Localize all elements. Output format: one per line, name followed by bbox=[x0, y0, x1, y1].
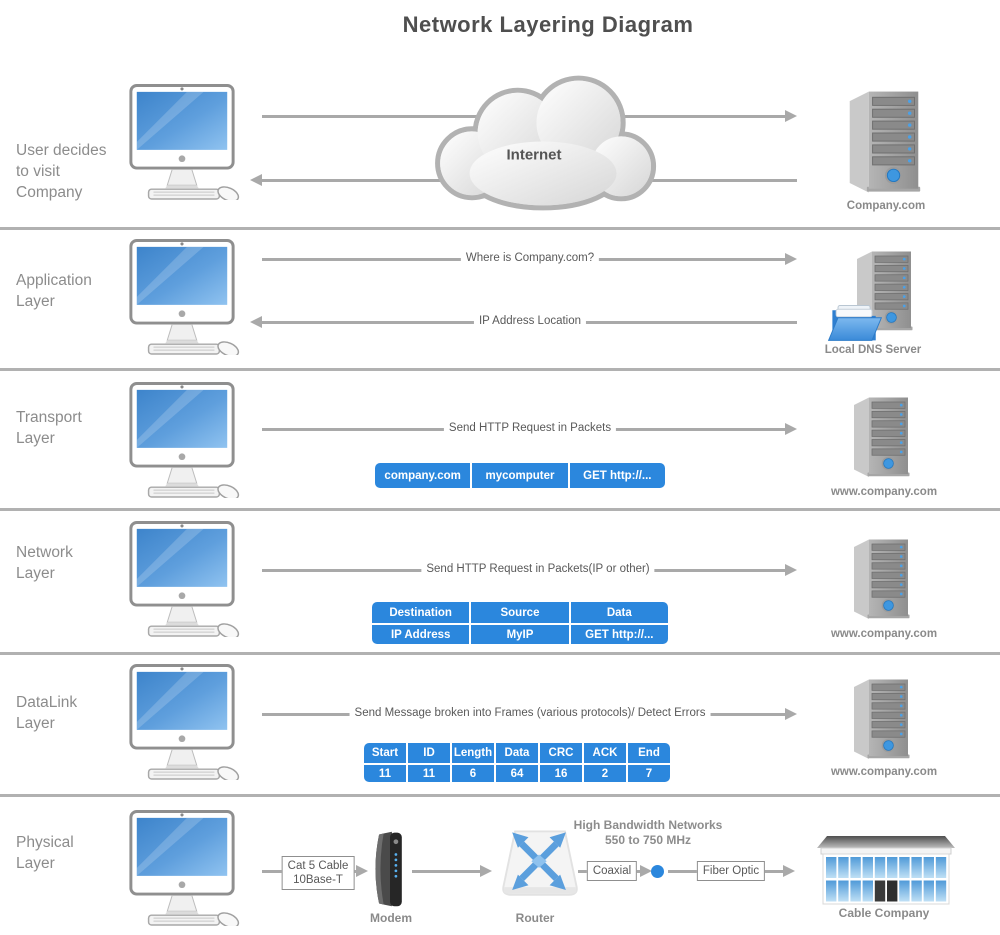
server-caption: www.company.com bbox=[830, 486, 938, 498]
server-caption: www.company.com bbox=[830, 628, 938, 640]
frames-label: Send Message broken into Frames (various… bbox=[349, 706, 711, 720]
desktop-computer-icon bbox=[122, 84, 242, 200]
modem-icon bbox=[370, 829, 410, 909]
packet-value-cell: MyIP bbox=[469, 623, 569, 644]
web-server-icon bbox=[846, 678, 916, 762]
desktop-computer-icon bbox=[122, 382, 242, 498]
server-caption: Local DNS Server bbox=[824, 344, 922, 356]
frame-header-cell: ID bbox=[406, 743, 450, 763]
desktop-computer-icon bbox=[122, 239, 242, 355]
server-caption: Company.com bbox=[846, 200, 926, 212]
ip-packet-table: Destination Source Data IP Address MyIP … bbox=[372, 602, 668, 644]
frame-header-cell: ACK bbox=[582, 743, 626, 763]
packet-header-cell: Destination bbox=[389, 606, 452, 619]
router-caption: Router bbox=[515, 911, 555, 925]
packet-header-cell: Data bbox=[568, 602, 668, 623]
packet-value-cell: GET http://... bbox=[568, 623, 668, 644]
building-caption: Cable Company bbox=[838, 906, 930, 920]
row-separator bbox=[0, 508, 1000, 511]
frame-value-cell: 16 bbox=[538, 763, 582, 782]
frame-value-cell: 6 bbox=[450, 763, 494, 782]
layer-label-internet: User decides to visit Company bbox=[16, 142, 107, 201]
frame-header-cell: CRC bbox=[538, 743, 582, 763]
frame-value-cell: 7 bbox=[626, 763, 670, 782]
row-separator bbox=[0, 368, 1000, 371]
frame-value-cell: 64 bbox=[494, 763, 538, 782]
frame-table: Start ID Length Data CRC ACK End 11 11 6… bbox=[364, 743, 670, 782]
layer-label-physical: Physical Layer bbox=[16, 834, 74, 872]
diagram-title: Network Layering Diagram bbox=[402, 12, 694, 37]
layer-label-application: Application Layer bbox=[16, 272, 92, 310]
frame-value-cell: 11 bbox=[406, 763, 450, 782]
frame-value-cell: 11 bbox=[364, 763, 406, 782]
layer-label-datalink: DataLink Layer bbox=[16, 694, 78, 732]
dns-request-label: Where is Company.com? bbox=[460, 251, 600, 265]
frame-header-cell: Data bbox=[494, 743, 538, 763]
packet-cell: company.com bbox=[384, 469, 461, 482]
folder-icon bbox=[826, 297, 884, 346]
modem-router-arrow bbox=[412, 865, 492, 877]
modem-caption: Modem bbox=[370, 911, 412, 925]
internet-cloud-icon bbox=[412, 70, 668, 217]
layer-label-transport: Transport Layer bbox=[16, 409, 82, 447]
desktop-computer-icon bbox=[122, 521, 242, 637]
packet-header-cell: Source bbox=[469, 602, 568, 623]
server-caption: www.company.com bbox=[830, 766, 938, 778]
frame-header-cell: Start bbox=[371, 747, 399, 759]
server-icon bbox=[844, 88, 924, 198]
coaxial-label: Coaxial bbox=[586, 861, 638, 881]
web-server-icon bbox=[846, 538, 916, 622]
frame-header-cell: Length bbox=[450, 743, 494, 763]
junction-dot bbox=[651, 865, 664, 878]
dns-server-icon bbox=[850, 250, 918, 334]
layer-label-network: Network Layer bbox=[16, 544, 73, 582]
cat5-cable-label: Cat 5 Cable 10Base-T bbox=[281, 856, 355, 890]
row-separator bbox=[0, 652, 1000, 655]
fiber-optic-label: Fiber Optic bbox=[696, 861, 766, 881]
router-icon bbox=[492, 827, 588, 905]
http-request-label: Send HTTP Request in Packets bbox=[443, 421, 617, 435]
cloud-label: Internet bbox=[506, 146, 562, 164]
desktop-computer-icon bbox=[122, 810, 242, 926]
web-server-icon bbox=[846, 396, 916, 480]
row-separator bbox=[0, 227, 1000, 230]
cable-company-building-icon bbox=[817, 834, 955, 906]
desktop-computer-icon bbox=[122, 664, 242, 780]
dns-response-label: IP Address Location bbox=[473, 314, 587, 328]
packet-strip: company.com mycomputer GET http://... bbox=[375, 463, 665, 488]
frame-header-cell: End bbox=[626, 743, 670, 763]
packet-value-cell: IP Address bbox=[372, 623, 470, 644]
ip-packet-label: Send HTTP Request in Packets(IP or other… bbox=[421, 562, 655, 576]
packet-cell: mycomputer bbox=[470, 463, 567, 488]
packet-cell: GET http://... bbox=[567, 463, 665, 488]
bandwidth-note: High Bandwidth Networks 550 to 750 MHz bbox=[573, 818, 723, 847]
row-separator bbox=[0, 794, 1000, 797]
frame-value-cell: 2 bbox=[582, 763, 626, 782]
